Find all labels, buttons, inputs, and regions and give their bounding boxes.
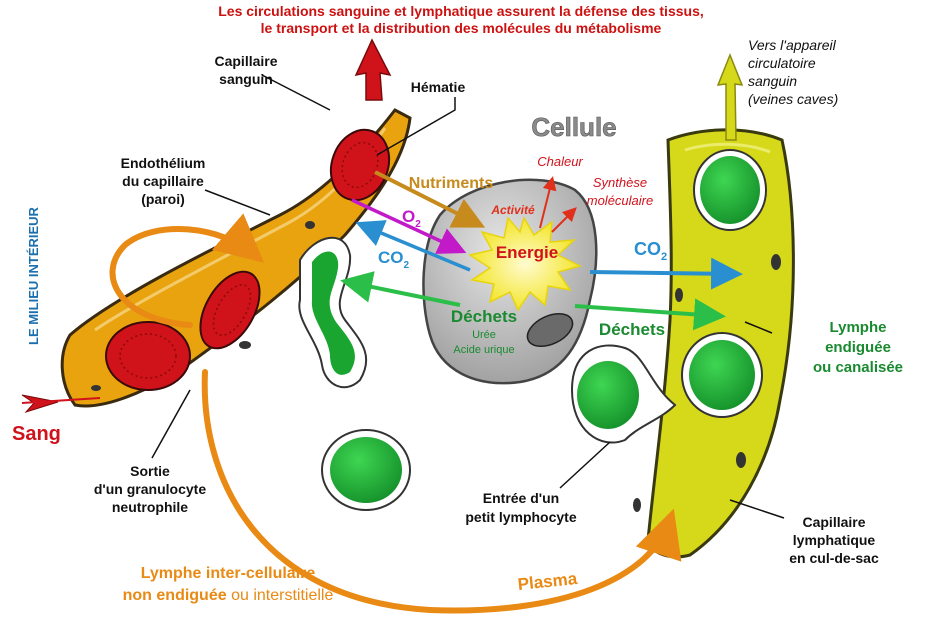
cap-lymph-label-1: Capillaire <box>802 514 865 530</box>
co2-left-label: CO2 <box>378 248 410 271</box>
endothelium-label-3: (paroi) <box>141 191 185 207</box>
vers-label-3: sanguin <box>748 73 797 89</box>
entree-label-1: Entrée d'un <box>483 490 559 506</box>
co2-right-label: CO2 <box>634 239 667 263</box>
header-line-2: le transport et la distribution des molé… <box>261 20 662 36</box>
co2-right-arrow <box>589 257 743 290</box>
entering-lymphocyte <box>570 344 677 444</box>
vers-label-2: circulatoire <box>748 55 816 71</box>
blood-in-arrow <box>21 394 101 414</box>
entree-label-2: petit lymphocyte <box>465 509 576 525</box>
side-title: LE MILIEU INTÉRIEUR <box>26 206 41 345</box>
lymphatic-capillary <box>633 128 795 559</box>
energie-label: Energie <box>496 243 558 262</box>
vers-label-1: Vers l'appareil <box>748 37 837 53</box>
synthese-label-2: moléculaire <box>587 193 653 208</box>
hematie-label: Hématie <box>411 79 466 95</box>
lymph-up-arrow <box>716 52 744 141</box>
waste-right-arrow <box>574 298 726 331</box>
uree-label: Urée <box>472 329 496 341</box>
blood-up-arrow <box>354 38 392 101</box>
endothelium-label-1: Endothélium <box>121 155 206 171</box>
lymphe-inter-label-1: Lymphe inter-cellulaire <box>141 565 316 582</box>
heat-arrow <box>539 176 557 229</box>
vers-label-4: (veines caves) <box>748 91 838 107</box>
neutrophil-path-arrow <box>109 213 265 328</box>
sortie-label-1: Sortie <box>130 463 170 479</box>
plasma-label: Plasma <box>517 569 579 594</box>
lymphe-endiguee-label-1: Lymphe <box>830 319 887 336</box>
cellule-label: Cellule <box>531 112 616 142</box>
red-blood-cells <box>91 128 391 391</box>
activite-label: Activité <box>490 203 535 217</box>
sortie-label-3: neutrophile <box>112 499 188 515</box>
synthesis-arrow <box>551 207 577 233</box>
dechets-right-label: Déchets <box>599 320 665 339</box>
neutrophil-exit <box>298 236 368 389</box>
o2-arrow <box>351 198 467 254</box>
free-lymphocyte <box>321 429 411 511</box>
o2-label: O2 <box>402 207 421 230</box>
nutriments-label: Nutriments <box>409 175 494 192</box>
cap-lymph-label-2: lymphatique <box>793 532 876 548</box>
lymphe-inter-label-2: non endiguée ou interstitielle <box>123 587 334 604</box>
plasma-arrow <box>201 369 682 614</box>
lymphe-endiguee-label-3: ou canalisée <box>813 359 903 376</box>
cap-lymph-label-3: en cul-de-sac <box>789 550 879 566</box>
leader-lines <box>151 74 785 519</box>
waste-left-arrow <box>340 271 461 307</box>
energy-star <box>468 216 583 312</box>
acide-urique-label: Acide urique <box>453 344 514 356</box>
chaleur-label: Chaleur <box>537 154 583 169</box>
synthese-label-1: Synthèse <box>593 175 647 190</box>
capillaire-sanguin-label-2: sanguin <box>219 71 273 87</box>
endothelium-label-2: du capillaire <box>122 173 204 189</box>
dechets-cell-label: Déchets <box>451 307 517 326</box>
header-line-1: Les circulations sanguine et lymphatique… <box>218 3 704 19</box>
sortie-label-2: d'un granulocyte <box>94 481 206 497</box>
sang-label: Sang <box>12 423 61 445</box>
lymphe-endiguee-label-2: endiguée <box>825 339 891 356</box>
nutrients-arrow <box>374 170 486 228</box>
capillaire-sanguin-label-1: Capillaire <box>214 53 277 69</box>
co2-left-arrow <box>355 220 471 272</box>
